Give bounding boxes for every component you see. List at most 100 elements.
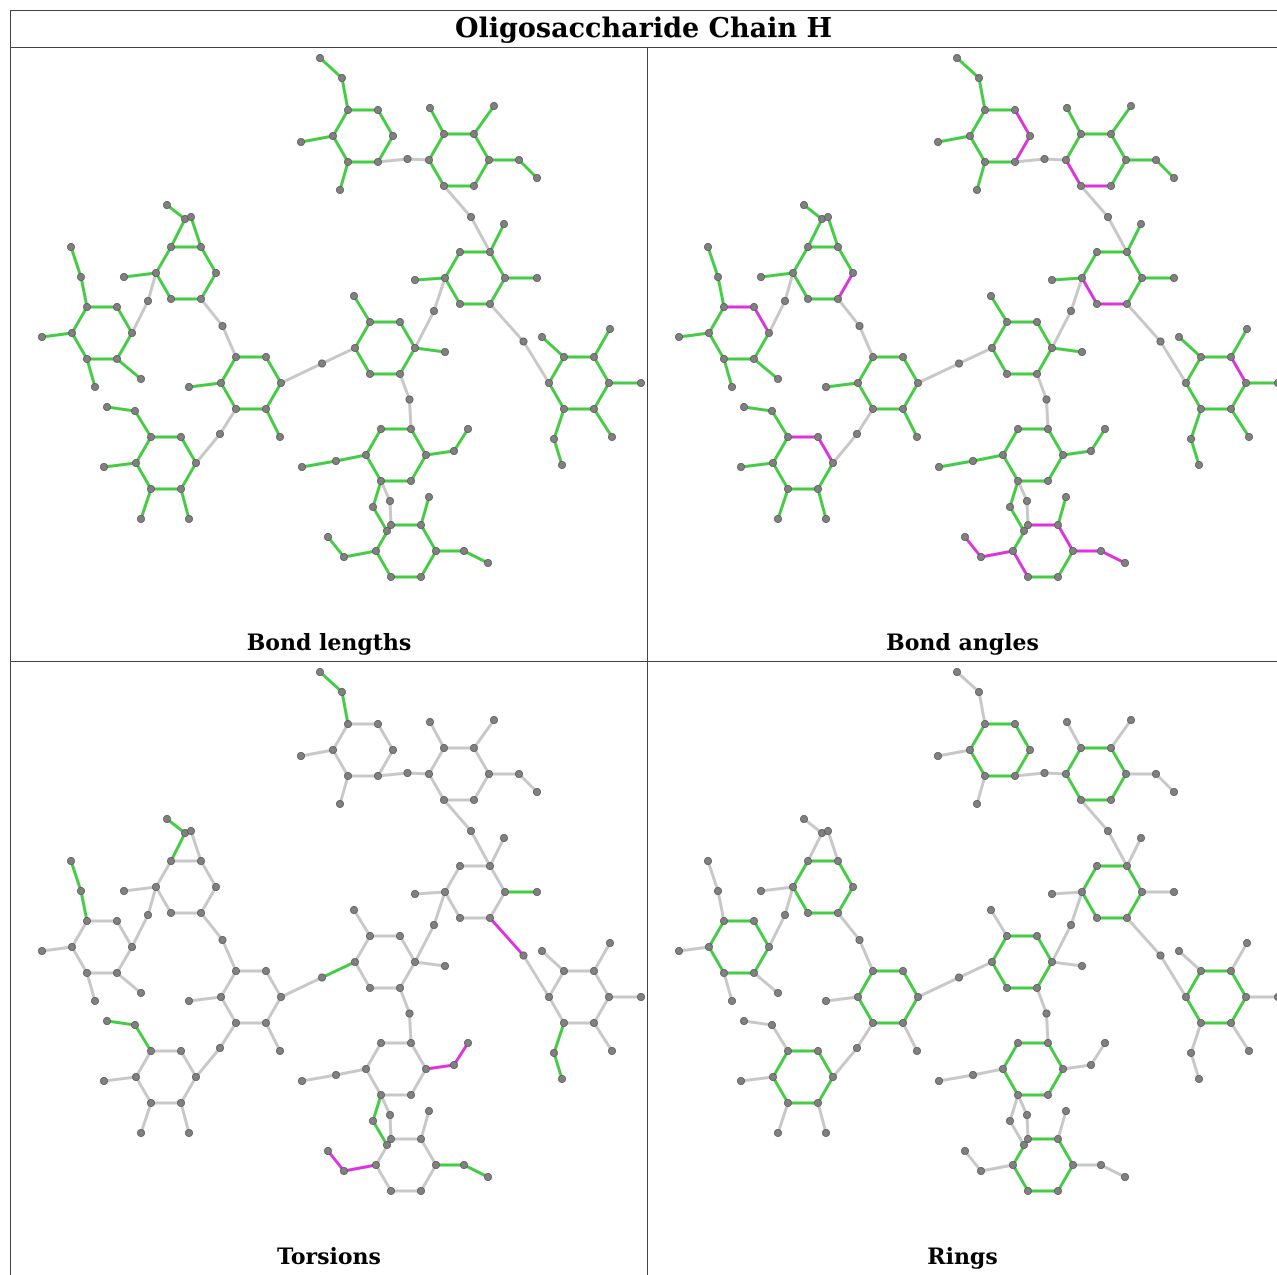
atom [100,1076,109,1085]
substituent-bond [1109,104,1133,136]
atom [558,460,567,469]
atom [1023,1186,1032,1195]
atom [560,1018,569,1027]
atom [483,558,492,567]
atom [489,716,498,725]
ring-bond [488,864,507,894]
atom [912,432,921,441]
substituent-bond [776,487,790,521]
glycosidic-bond [957,346,994,365]
atom [261,967,270,976]
atom [704,243,713,252]
atom [410,275,419,284]
atom [386,1186,395,1195]
atom [833,908,842,917]
atom [987,957,996,966]
atom [323,532,332,541]
atom [317,359,326,368]
substituent-bond [1154,158,1176,180]
substituent-bond [901,407,919,439]
atom [986,906,995,915]
substituent-bond [1008,1119,1026,1147]
glycosidic-bond [1159,339,1188,385]
atom [184,996,193,1005]
substituent-bond [419,1109,431,1141]
substituent-bond [716,889,726,923]
ring-bond [592,969,611,999]
atom [783,484,792,493]
substituent-bond [989,908,1009,938]
atom [343,720,352,729]
atom [933,138,942,147]
atom [1076,744,1085,753]
substituent-bond [975,774,987,806]
substituent-bond [742,1019,774,1027]
substituent-bond [592,941,612,973]
substituent-bond [424,1063,456,1071]
atom [705,328,714,337]
atom [405,395,414,404]
ring-bond [134,461,153,491]
atom [1047,343,1056,352]
atom [1019,526,1028,535]
atom [1061,770,1070,779]
atom [196,908,205,917]
atom [853,992,862,1001]
ring-bond [398,960,417,990]
atom [868,404,877,413]
substituent-bond [824,381,860,389]
atom [1243,325,1252,334]
atom [361,1064,370,1073]
substituent-bond [342,1163,378,1173]
atom [1061,493,1070,502]
atom [780,910,789,919]
atom [500,887,509,896]
substituent-bond [424,449,456,457]
atom [868,1018,877,1027]
atom [439,744,448,753]
ring-bond [264,995,283,1025]
substituent-bond [352,908,372,938]
atom [1136,220,1145,229]
atom [1197,404,1206,413]
glycosidic-bond [413,923,436,964]
molecule-diagram [674,668,1277,1195]
glycosidic-bond [1106,829,1129,868]
ring-bond [707,919,726,949]
atom [833,857,842,866]
atom [545,992,554,1001]
ring-bond [547,355,566,385]
atom [365,932,374,941]
substituent-bond [722,357,734,389]
atom [605,992,614,1001]
glycosidic-bond [858,938,875,973]
ring-bond [791,859,810,889]
atom [1086,1060,1095,1069]
atom [1227,967,1236,976]
substituent-bond [264,407,282,439]
atom [637,378,646,387]
atom [774,374,783,383]
atom [1047,889,1056,898]
ring-bond [179,1075,198,1105]
atom [382,1140,391,1149]
ring-bond [1229,995,1248,1025]
atom [499,834,508,843]
atom [196,294,205,303]
atom [429,920,438,929]
atom [560,404,569,413]
atom [365,369,374,378]
ring-bond [592,995,611,1025]
ring-bond [836,859,855,889]
glycosidic-bond [488,302,525,343]
atom [1047,275,1056,284]
atom [1086,446,1095,455]
substituent-bond [1089,1041,1107,1067]
atom [750,303,759,312]
substituent-bond [552,407,566,441]
atom [750,917,759,926]
atom [1058,1064,1067,1073]
atom [459,1160,468,1169]
atom [395,318,404,327]
ring-bond [219,995,238,1025]
